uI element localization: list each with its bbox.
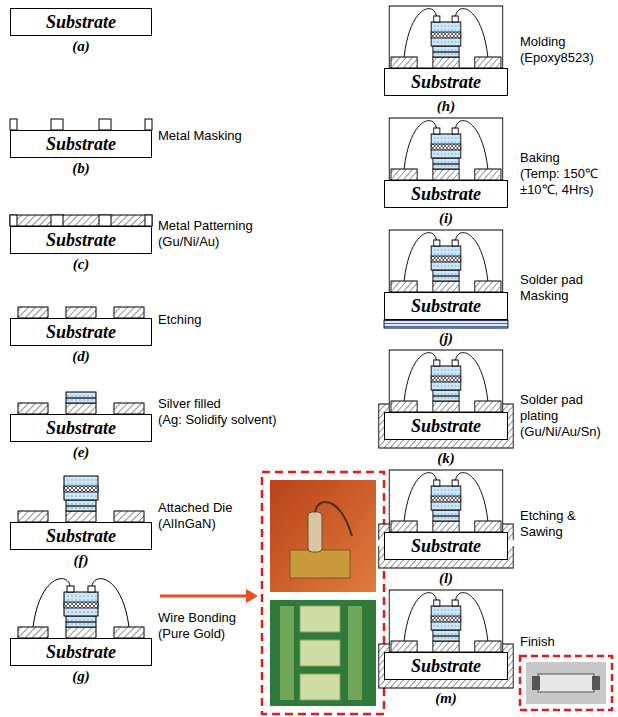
step-letter: (h) <box>426 98 466 115</box>
substrate-label: Substrate <box>46 526 116 547</box>
substrate-box: Substrate <box>10 8 152 36</box>
step-letter: (m) <box>426 690 466 707</box>
step-label: Wire Bonding <box>158 610 258 626</box>
step-letter: (b) <box>61 160 101 177</box>
step-letter: (c) <box>61 256 101 273</box>
step-label: (AlInGaN) <box>158 516 258 532</box>
finish-photo <box>520 656 612 710</box>
step-label: Metal Masking <box>158 128 258 144</box>
step-letter: (e) <box>61 444 101 461</box>
step-j <box>384 230 508 328</box>
substrate-box: Substrate <box>10 130 152 158</box>
step-letter: (a) <box>61 38 101 55</box>
photo-inset <box>262 472 384 714</box>
step-label: Silver filled <box>158 396 358 412</box>
substrate-box: Substrate <box>384 292 508 320</box>
step-label: (Gu/Ni/Au) <box>158 234 258 250</box>
substrate-label: Substrate <box>46 134 116 155</box>
step-b <box>10 119 152 130</box>
step-letter: (l) <box>426 570 466 587</box>
step-label: Etching <box>158 312 258 328</box>
step-i <box>389 118 502 180</box>
step-d <box>18 307 144 318</box>
substrate-label: Substrate <box>411 72 481 93</box>
step-label: Etching & Sawing <box>520 508 614 540</box>
substrate-label: Substrate <box>46 322 116 343</box>
step-letter: (k) <box>426 450 466 467</box>
substrate-box: Substrate <box>384 412 508 440</box>
substrate-box: Substrate <box>10 638 152 666</box>
step-letter: (f) <box>61 552 101 569</box>
step-label: (Temp: 150℃±10℃, 4Hrs) <box>520 166 614 198</box>
substrate-box: Substrate <box>384 532 508 560</box>
step-letter: (d) <box>61 348 101 365</box>
step-f <box>18 476 144 522</box>
substrate-label: Substrate <box>411 416 481 437</box>
pointer-arrow <box>160 589 258 603</box>
substrate-label: Substrate <box>46 230 116 251</box>
substrate-label: Substrate <box>46 642 116 663</box>
step-label: (Pure Gold) <box>158 626 258 642</box>
substrate-box: Substrate <box>384 180 508 208</box>
substrate-box: Substrate <box>10 522 152 550</box>
substrate-label: Substrate <box>46 418 116 439</box>
step-letter: (i) <box>426 210 466 227</box>
step-c <box>10 215 152 226</box>
step-letter: (j) <box>426 330 466 347</box>
step-k <box>379 350 513 448</box>
step-letter: (g) <box>61 668 101 685</box>
step-label: Baking <box>520 150 614 166</box>
substrate-label: Substrate <box>411 184 481 205</box>
step-label: Solder pad Masking <box>520 272 614 304</box>
substrate-box: Substrate <box>10 414 152 442</box>
step-label: (Gu/Ni/Au/Sn) <box>520 424 614 440</box>
step-label: Finish <box>520 634 614 650</box>
step-m <box>379 590 513 688</box>
step-label: Metal Patterning <box>158 218 258 234</box>
substrate-label: Substrate <box>411 656 481 677</box>
step-h <box>389 6 502 68</box>
step-label: Attached Die <box>158 500 258 516</box>
substrate-box: Substrate <box>384 652 508 680</box>
substrate-box: Substrate <box>10 226 152 254</box>
substrate-box: Substrate <box>384 68 508 96</box>
step-e <box>18 392 144 414</box>
step-l <box>378 470 514 568</box>
substrate-box: Substrate <box>10 318 152 346</box>
step-label: (Ag: Solidify solvent) <box>158 412 358 428</box>
step-label: Molding (Epoxy8523) <box>520 34 614 66</box>
substrate-label: Substrate <box>411 296 481 317</box>
substrate-label: Substrate <box>46 12 116 33</box>
substrate-label: Substrate <box>411 536 481 557</box>
step-label: Solder pad plating <box>520 392 614 424</box>
step-g <box>18 579 144 638</box>
